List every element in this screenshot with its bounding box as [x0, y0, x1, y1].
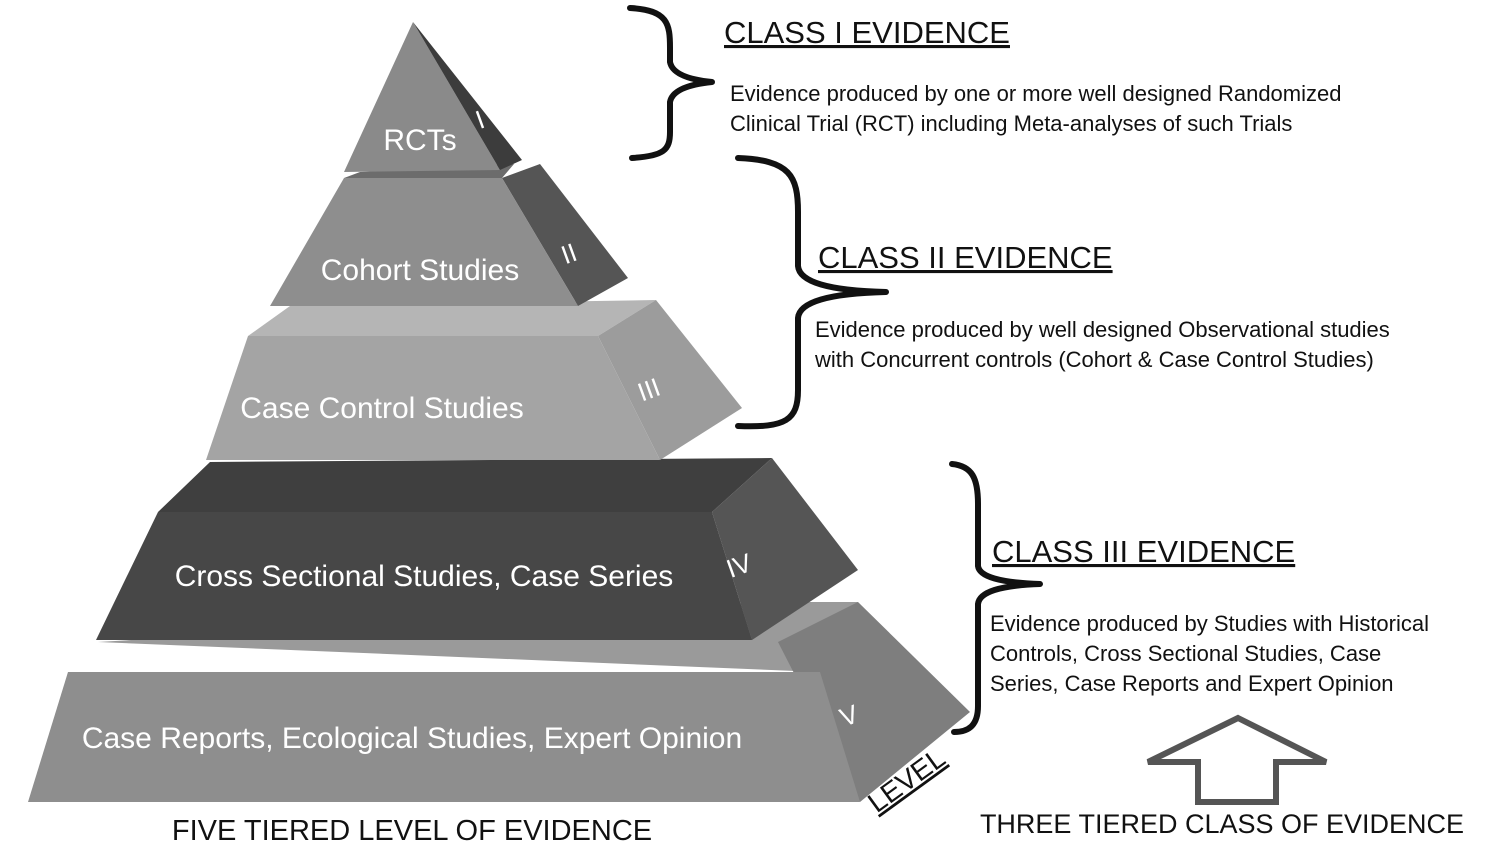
class-1-title: CLASS I EVIDENCE — [724, 15, 1010, 50]
class-1-brace — [627, 5, 715, 161]
class-2-desc-line-2: with Concurrent controls (Cohort & Case … — [814, 347, 1374, 372]
class-2-title: CLASS II EVIDENCE — [818, 240, 1113, 275]
tier-3-front — [206, 336, 660, 460]
class-2-desc-line-1: Evidence produced by well designed Obser… — [815, 317, 1390, 342]
tier-4-front — [96, 512, 752, 640]
three-tier-caption: THREE TIERED CLASS OF EVIDENCE — [980, 809, 1464, 839]
tier-4-top — [158, 458, 772, 512]
tier-2-label: Cohort Studies — [321, 254, 519, 287]
class-3-desc-line-1: Evidence produced by Studies with Histor… — [990, 611, 1429, 636]
tier-4: Cross Sectional Studies, Case Series IV — [96, 458, 858, 640]
class-3-title: CLASS III EVIDENCE — [992, 534, 1295, 569]
tier-2-front — [270, 178, 578, 306]
tier-3-top — [248, 300, 656, 336]
tier-4-side — [712, 458, 858, 640]
up-arrow-icon — [1146, 714, 1328, 805]
tier-5-label: Case Reports, Ecological Studies, Expert… — [82, 722, 742, 755]
class-3-brace — [949, 461, 1043, 735]
tier-4-label: Cross Sectional Studies, Case Series — [175, 560, 674, 593]
tier-1: RCTs I — [344, 22, 522, 172]
tier-1-label: RCTs — [383, 124, 456, 157]
class-3-desc-line-2: Controls, Cross Sectional Studies, Case — [990, 641, 1381, 666]
five-tier-caption: FIVE TIERED LEVEL OF EVIDENCE — [172, 815, 652, 847]
class-1-desc-line-2: Clinical Trial (RCT) including Meta-anal… — [730, 111, 1292, 136]
tier-5-side — [778, 602, 970, 802]
tier-5: Case Reports, Ecological Studies, Expert… — [28, 602, 970, 802]
tier-5-front — [28, 672, 860, 802]
tier-3: Case Control Studies III — [206, 300, 742, 460]
class-1-desc-line-1: Evidence produced by one or more well de… — [730, 81, 1341, 106]
tier-1-side — [413, 22, 522, 170]
class-3-desc-line-3: Series, Case Reports and Expert Opinion — [990, 671, 1394, 696]
tier-1-front — [344, 22, 500, 172]
tier-3-side — [598, 300, 742, 460]
tier-2-side — [502, 164, 628, 306]
class-2-brace — [735, 155, 889, 430]
tier-3-label: Case Control Studies — [240, 392, 523, 425]
tier-2: Cohort Studies II — [270, 164, 628, 306]
